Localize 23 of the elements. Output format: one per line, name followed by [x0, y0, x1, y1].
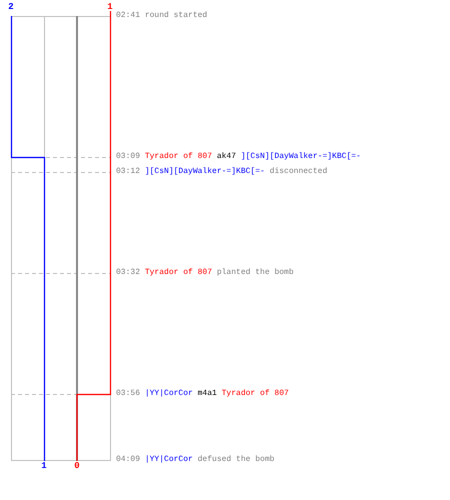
event-text: planted the bomb: [216, 268, 294, 278]
event-text: defused the bomb: [198, 455, 274, 465]
event-text: round started: [144, 11, 208, 21]
player-name: |YY|CorCor: [144, 455, 193, 465]
timestamp: 03:12: [116, 167, 140, 177]
player-name: ][CsN][DayWalker-=]KBC[=-: [144, 167, 265, 177]
axis-tick-label: 1: [107, 3, 113, 12]
axis-tick-label: 1: [41, 462, 47, 471]
player-name: Tyrador of 807: [144, 152, 212, 162]
player-name: |YY|CorCor: [144, 389, 193, 399]
player-name: ][CsN][DayWalker-=]KBC[=-: [240, 152, 361, 162]
axis-tick-label: 2: [8, 3, 14, 12]
player-name: Tyrador of 807: [222, 389, 289, 399]
timestamp: 04:09: [116, 455, 140, 465]
axis-tick-label: 0: [74, 462, 80, 471]
weapon-name: ak47: [216, 152, 236, 162]
weapon-name: m4a1: [198, 389, 217, 399]
player-name: Tyrador of 807: [144, 268, 212, 278]
timestamp: 02:41: [116, 11, 140, 21]
event-text: disconnected: [270, 167, 328, 177]
timestamp: 03:32: [116, 268, 140, 278]
timestamp: 03:09: [116, 152, 140, 162]
timestamp: 03:56: [116, 389, 140, 399]
